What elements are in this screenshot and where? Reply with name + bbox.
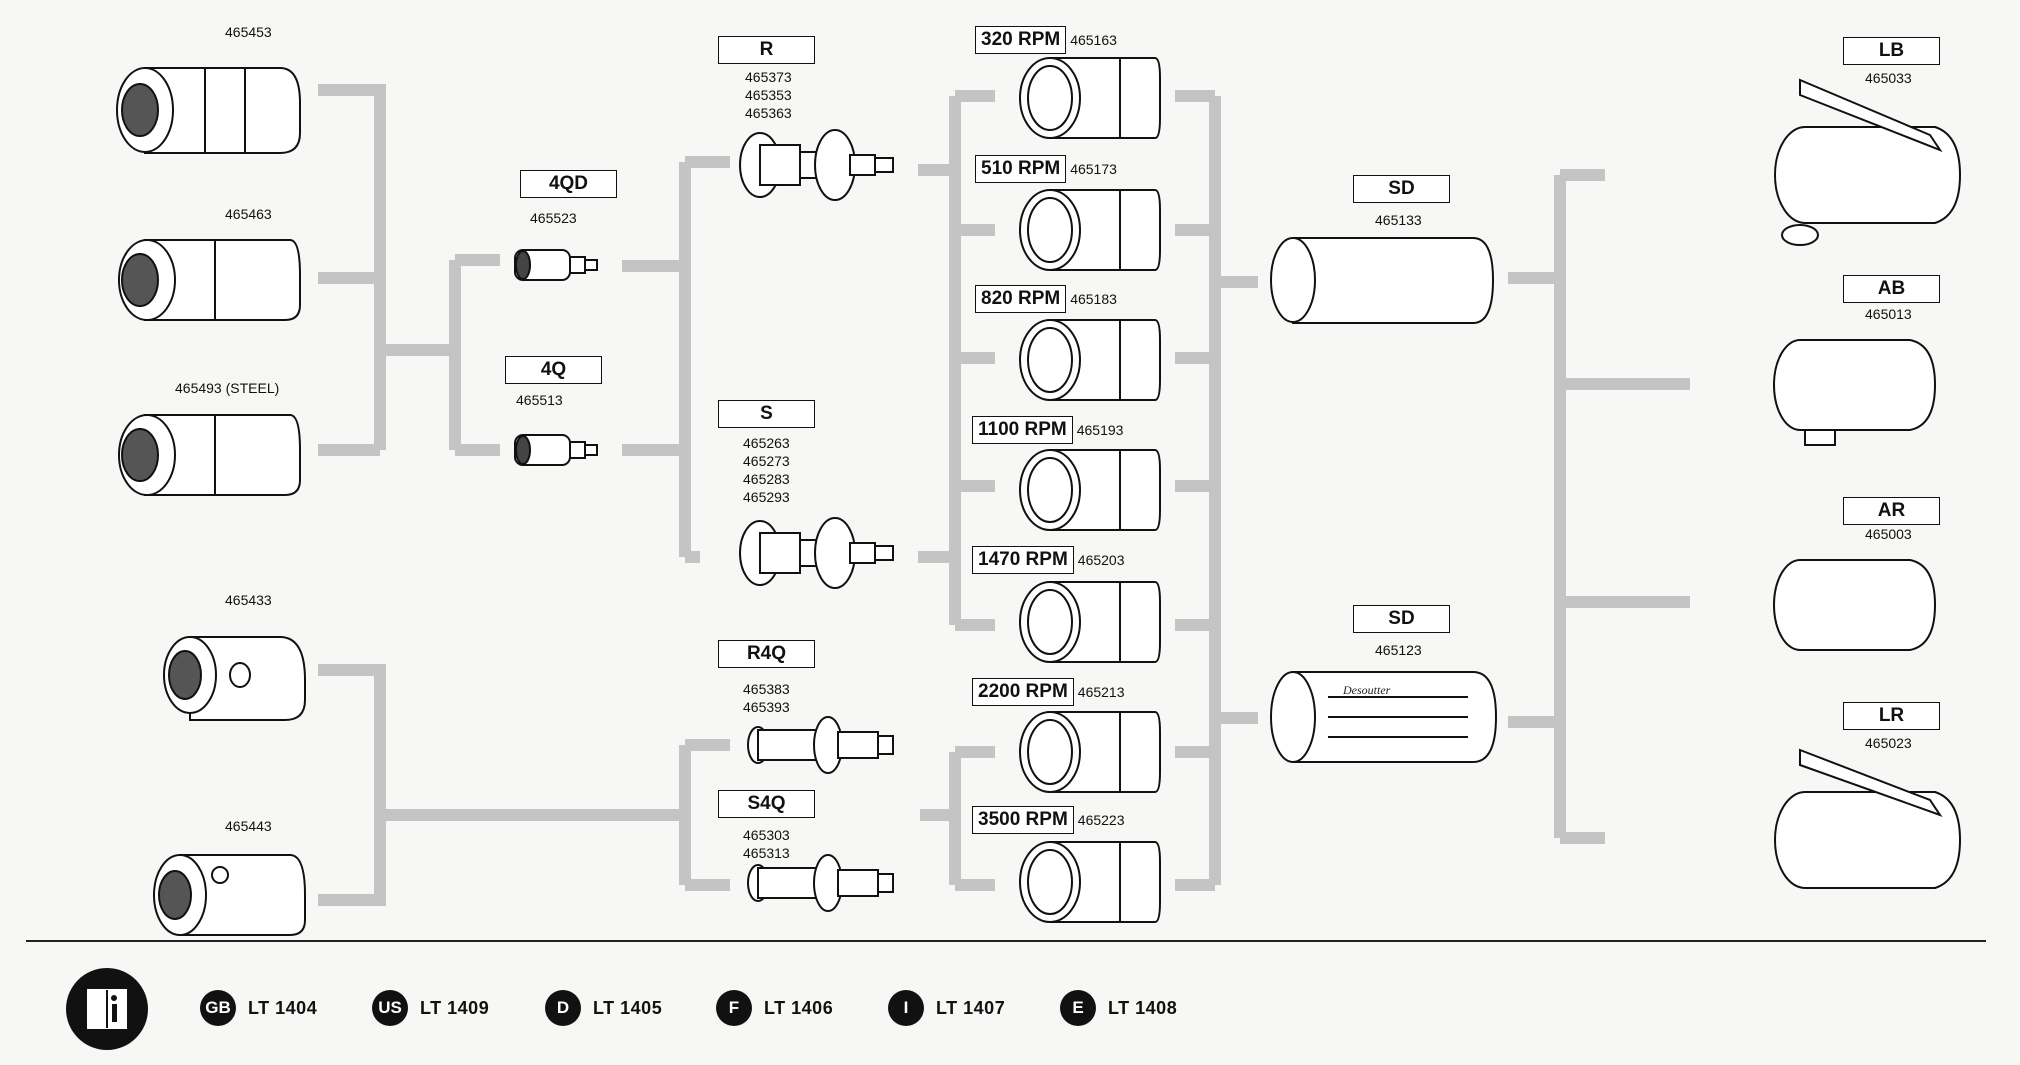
chuck-part-number: 465393 — [743, 699, 790, 715]
manual-reference: E LT 1408 — [1060, 990, 1177, 1026]
gear-part-number: 465203 — [1077, 552, 1125, 568]
motor-part-number: 465523 — [530, 210, 577, 226]
gear-drawings — [1019, 57, 1161, 923]
chuck-part-number: 465353 — [745, 87, 792, 103]
chuck-code-box: R4Q — [718, 640, 815, 668]
motor-code-box: 4QD — [520, 170, 617, 198]
gear-part-number: 465223 — [1077, 812, 1125, 828]
footer-divider — [26, 940, 1986, 942]
rpm-value: 2200 RPM — [972, 678, 1074, 706]
manual-code: LT 1407 — [936, 997, 1006, 1018]
language-badge: I — [888, 990, 924, 1026]
rpm-value: 1100 RPM — [972, 416, 1073, 444]
chuck-part-number: 465303 — [743, 827, 790, 843]
language-badge: F — [716, 990, 752, 1026]
housing-part-number: 465133 — [1375, 212, 1422, 228]
rpm-value: 820 RPM — [975, 285, 1067, 313]
handle-code-box: LR — [1843, 702, 1940, 730]
chuck-part-number: 465283 — [743, 471, 790, 487]
manual-code: LT 1409 — [420, 997, 490, 1018]
gear-part-number: 465163 — [1070, 32, 1117, 48]
housing-code-box: SD — [1353, 605, 1450, 633]
chuck-part-number: 465363 — [745, 105, 792, 121]
housing-code-box: SD — [1353, 175, 1450, 203]
chuck-part-number: 465273 — [743, 453, 790, 469]
nozzle-part-number: 465433 — [225, 592, 272, 608]
language-badge: US — [372, 990, 408, 1026]
nozzle-part-number: 465493 (STEEL) — [175, 380, 280, 396]
chuck-part-list: 465263 465273 465283 465293 — [743, 434, 790, 506]
gear-part-number: 465193 — [1076, 422, 1124, 438]
svg-text:Desoutter: Desoutter — [1342, 683, 1391, 697]
motor-drawings — [514, 249, 598, 466]
gear-part-number: 465183 — [1070, 291, 1117, 307]
language-badge: E — [1060, 990, 1096, 1026]
chuck-part-number: 465373 — [745, 69, 792, 85]
handle-code-box: AB — [1843, 275, 1940, 303]
manual-code: LT 1404 — [248, 997, 318, 1018]
language-badge: GB — [200, 990, 236, 1026]
handle-part-number: 465023 — [1865, 735, 1912, 751]
nozzle-part-number: 465453 — [225, 24, 272, 40]
rpm-value: 1470 RPM — [972, 546, 1074, 574]
manual-reference: US LT 1409 — [372, 990, 489, 1026]
handle-code-box: AR — [1843, 497, 1940, 525]
rpm-value: 320 RPM — [975, 26, 1067, 54]
manual-code: LT 1405 — [593, 997, 663, 1018]
chuck-part-number: 465383 — [743, 681, 790, 697]
chuck-code-box: R — [718, 36, 815, 64]
motor-code-box: 4Q — [505, 356, 602, 384]
chuck-part-number: 465293 — [743, 489, 790, 505]
rpm-value: 510 RPM — [975, 155, 1067, 183]
motor-part-number: 465513 — [516, 392, 563, 408]
handle-part-number: 465003 — [1865, 526, 1912, 542]
manual-info-icon — [66, 968, 148, 1050]
gear-part-number: 465213 — [1077, 684, 1125, 700]
chuck-part-list: 465383 465393 — [743, 680, 790, 716]
chuck-drawings — [739, 129, 894, 912]
housing-drawings: Desoutter — [1270, 237, 1498, 763]
manual-reference: GB LT 1404 — [200, 990, 317, 1026]
handle-part-number: 465013 — [1865, 306, 1912, 322]
chuck-code-box: S4Q — [718, 790, 815, 818]
nozzle-drawings — [116, 67, 306, 936]
manual-code: LT 1406 — [764, 997, 834, 1018]
chuck-part-number: 465263 — [743, 435, 790, 451]
rpm-value: 3500 RPM — [972, 806, 1074, 834]
nozzle-part-number: 465463 — [225, 206, 272, 222]
gear-part-number: 465173 — [1070, 161, 1117, 177]
manual-code: LT 1408 — [1108, 997, 1178, 1018]
manual-reference: F LT 1406 — [716, 990, 833, 1026]
manual-reference: D LT 1405 — [545, 990, 662, 1026]
language-badge: D — [545, 990, 581, 1026]
housing-part-number: 465123 — [1375, 642, 1422, 658]
handle-drawings — [1773, 78, 1962, 889]
chuck-part-number: 465313 — [743, 845, 790, 861]
handle-code-box: LB — [1843, 37, 1940, 65]
chuck-part-list: 465373 465353 465363 — [745, 68, 792, 122]
chuck-part-list: 465303 465313 — [743, 826, 790, 862]
manual-reference: I LT 1407 — [888, 990, 1005, 1026]
chuck-code-box: S — [718, 400, 815, 428]
nozzle-part-number: 465443 — [225, 818, 272, 834]
handle-part-number: 465033 — [1865, 70, 1912, 86]
